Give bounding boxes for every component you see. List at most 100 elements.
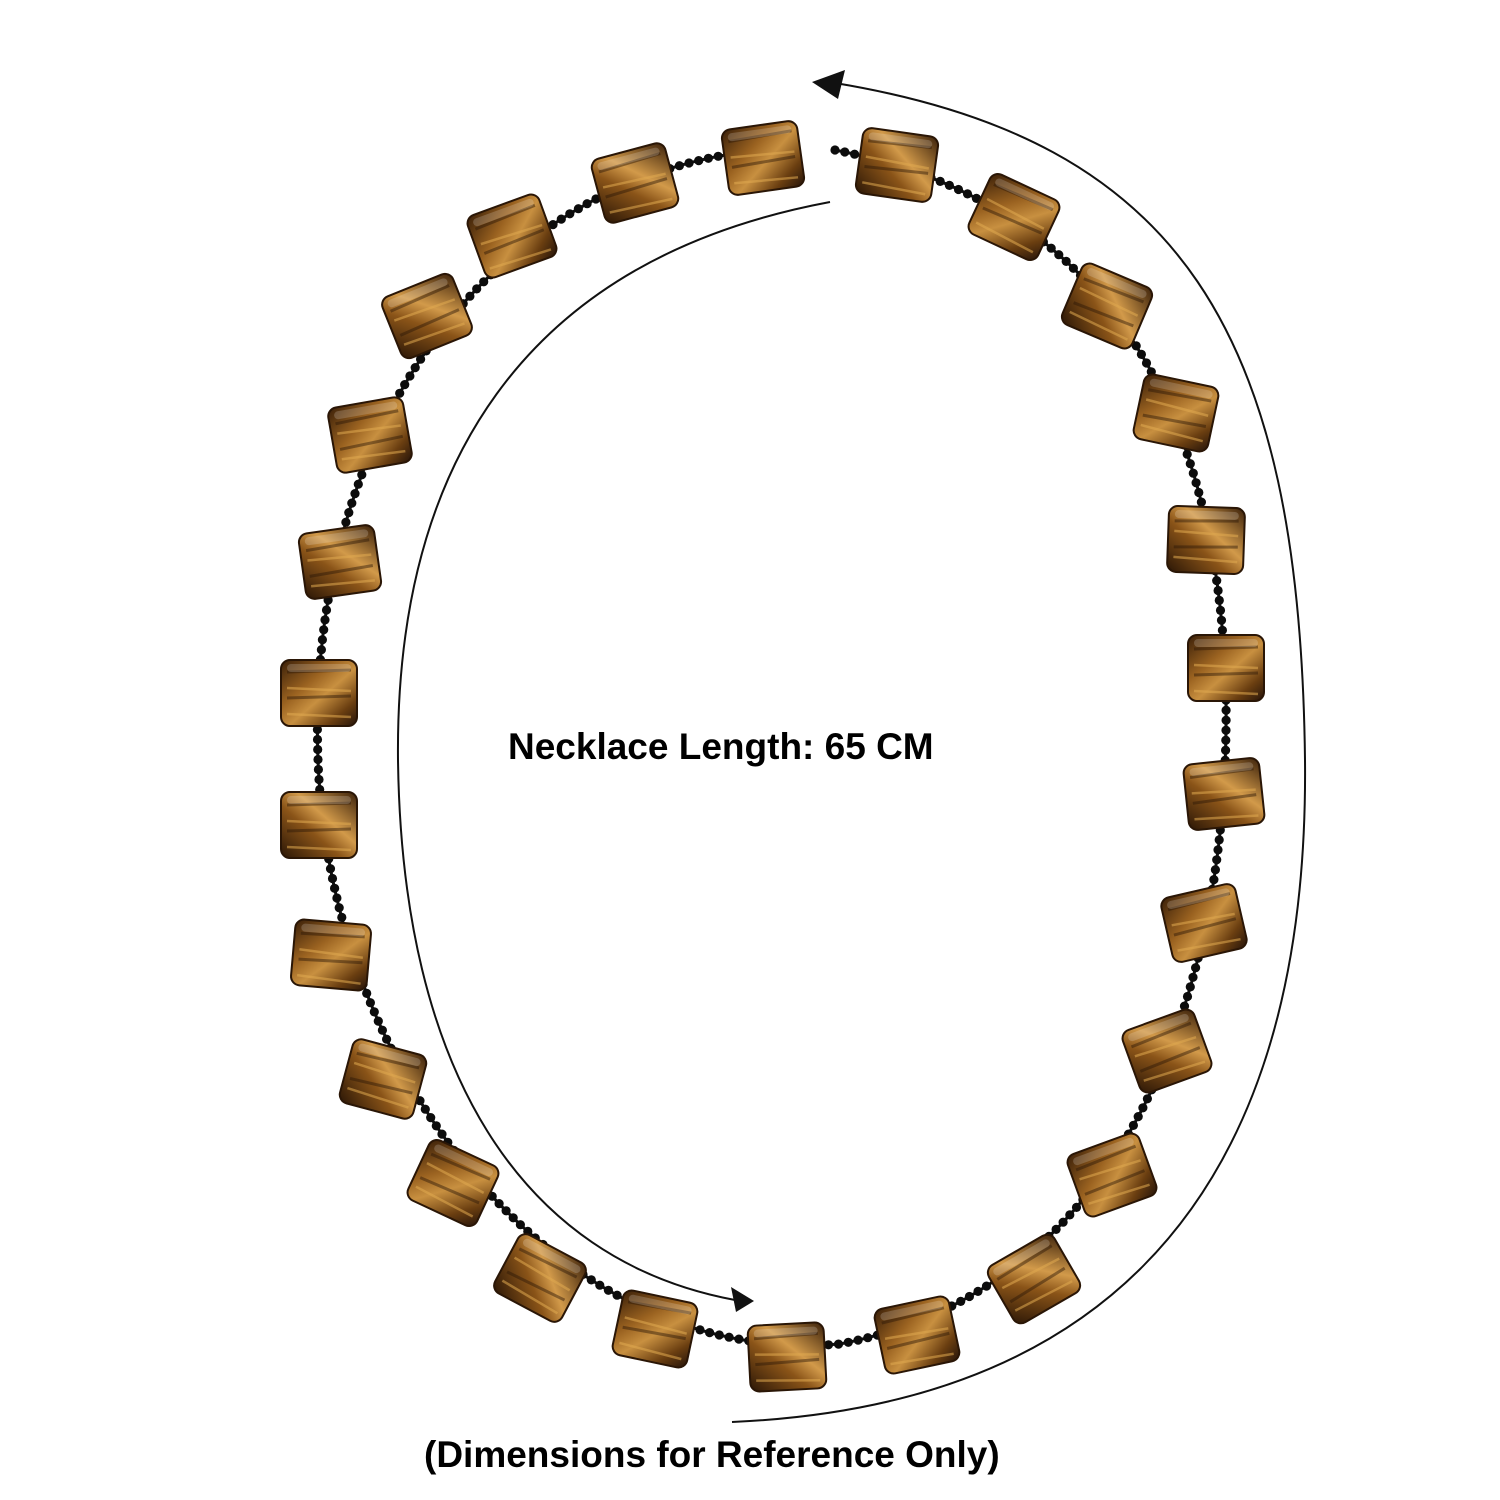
spacer-bead xyxy=(1054,250,1064,260)
spacer-bead xyxy=(1214,835,1224,845)
tiger-eye-bead xyxy=(854,127,940,203)
spacer-bead xyxy=(981,1281,992,1291)
tiger-eye-bead xyxy=(611,1289,699,1369)
tiger-eye-bead xyxy=(466,193,558,279)
spacer-bead xyxy=(1213,845,1223,855)
spacer-bead xyxy=(1209,875,1219,885)
spacer-bead xyxy=(334,903,344,913)
spacer-bead xyxy=(556,214,566,224)
spacer-bead xyxy=(1214,595,1224,606)
spacer-bead xyxy=(1221,715,1231,725)
tiger-eye-bead xyxy=(1182,757,1266,831)
spacer-bead xyxy=(1071,1202,1082,1212)
spacer-bead xyxy=(1194,487,1204,498)
tiger-eye-bead xyxy=(1060,262,1154,350)
spacer-bead xyxy=(548,220,558,230)
dimensions-disclaimer: (Dimensions for Reference Only) xyxy=(424,1434,1000,1475)
spacer-bead xyxy=(337,912,347,923)
spacer-bead xyxy=(850,149,860,159)
spacer-bead xyxy=(956,1296,966,1306)
spacer-bead xyxy=(313,764,323,775)
spacer-bead xyxy=(332,893,342,903)
tiger-eye-bead xyxy=(967,172,1061,262)
spacer-bead xyxy=(595,1280,605,1290)
spacer-bead xyxy=(1138,1103,1148,1113)
spacer-bead xyxy=(501,1206,511,1216)
tiger-eye-bead xyxy=(986,1233,1082,1325)
tiger-eye-beads xyxy=(280,120,1266,1393)
arrow-head-icon xyxy=(812,70,845,99)
spacer-bead xyxy=(465,291,475,301)
spacer-bead xyxy=(373,1016,383,1026)
spacer-bead xyxy=(319,625,329,635)
spacer-bead xyxy=(591,194,601,204)
spacer-bead xyxy=(400,380,410,390)
spacer-bead xyxy=(312,724,322,735)
spacer-bead xyxy=(586,1275,596,1285)
spacer-bead xyxy=(325,864,336,874)
spacer-bead xyxy=(612,1290,622,1300)
spacer-bead xyxy=(1212,855,1222,865)
spacer-bead xyxy=(964,1291,975,1302)
outer-measure-arc xyxy=(731,82,1307,1423)
tiger-eye-bead xyxy=(493,1233,587,1323)
spacer-bead xyxy=(1216,615,1227,625)
spacer-bead xyxy=(684,158,694,168)
spacer-bead xyxy=(944,180,955,190)
necklace-length-label: Necklace Length: 65 CM xyxy=(508,726,934,767)
spacer-bead xyxy=(1221,705,1231,715)
spacer-bead xyxy=(1213,585,1223,596)
tiger-eye-bead xyxy=(1132,373,1220,453)
spacer-bead xyxy=(953,184,964,195)
tiger-eye-bead xyxy=(746,1321,828,1393)
tiger-eye-bead xyxy=(290,918,372,992)
spacer-bead xyxy=(830,145,840,155)
spacer-bead xyxy=(317,635,327,645)
spacer-bead xyxy=(420,1104,430,1114)
spacer-bead xyxy=(565,209,575,219)
spacer-bead xyxy=(313,754,323,765)
spacer-bead xyxy=(1196,497,1206,507)
spacer-bead xyxy=(437,1129,447,1139)
tiger-eye-bead xyxy=(406,1138,500,1228)
spacer-bead xyxy=(1068,263,1078,273)
spacer-bead xyxy=(714,1330,724,1340)
spacer-bead xyxy=(863,1333,873,1343)
spacer-bead xyxy=(705,1328,715,1338)
spacer-bead xyxy=(330,883,340,893)
spacer-bead xyxy=(314,774,324,785)
spacer-bead xyxy=(674,161,685,171)
spacer-bead xyxy=(369,1007,379,1017)
spacer-bead xyxy=(395,388,405,398)
spacer-bead xyxy=(694,156,704,166)
spacer-bead xyxy=(365,998,375,1008)
spacer-bead xyxy=(382,1034,392,1044)
spacer-bead xyxy=(472,284,482,294)
spacer-bead xyxy=(724,1332,734,1342)
tiger-eye-bead xyxy=(338,1038,428,1120)
spacer-bead xyxy=(1212,576,1222,586)
tiger-eye-bead xyxy=(873,1295,961,1375)
tiger-eye-bead xyxy=(1166,505,1246,575)
spacer-bead xyxy=(1191,478,1201,488)
spacer-bead xyxy=(357,470,367,480)
spacer-bead xyxy=(973,1286,983,1296)
spacer-bead xyxy=(341,517,351,527)
spacer-bead xyxy=(1065,1210,1075,1220)
spacer-bead xyxy=(1221,735,1231,745)
arrow-head-icon xyxy=(731,1287,754,1312)
spacer-bead xyxy=(405,371,415,381)
spacer-bead xyxy=(320,615,330,625)
spacer-bead xyxy=(833,1339,844,1349)
spacer-bead xyxy=(1191,963,1201,973)
spacer-bead xyxy=(508,1213,518,1223)
spacer-bead xyxy=(823,1340,834,1350)
spacer-bead xyxy=(377,1025,387,1035)
spacer-bead xyxy=(1221,725,1231,735)
spacer-bead xyxy=(350,489,360,499)
spacer-bead xyxy=(573,204,584,214)
spacer-bead xyxy=(344,507,354,518)
spacer-bead xyxy=(695,1325,705,1335)
spacer-bead xyxy=(853,1335,863,1345)
